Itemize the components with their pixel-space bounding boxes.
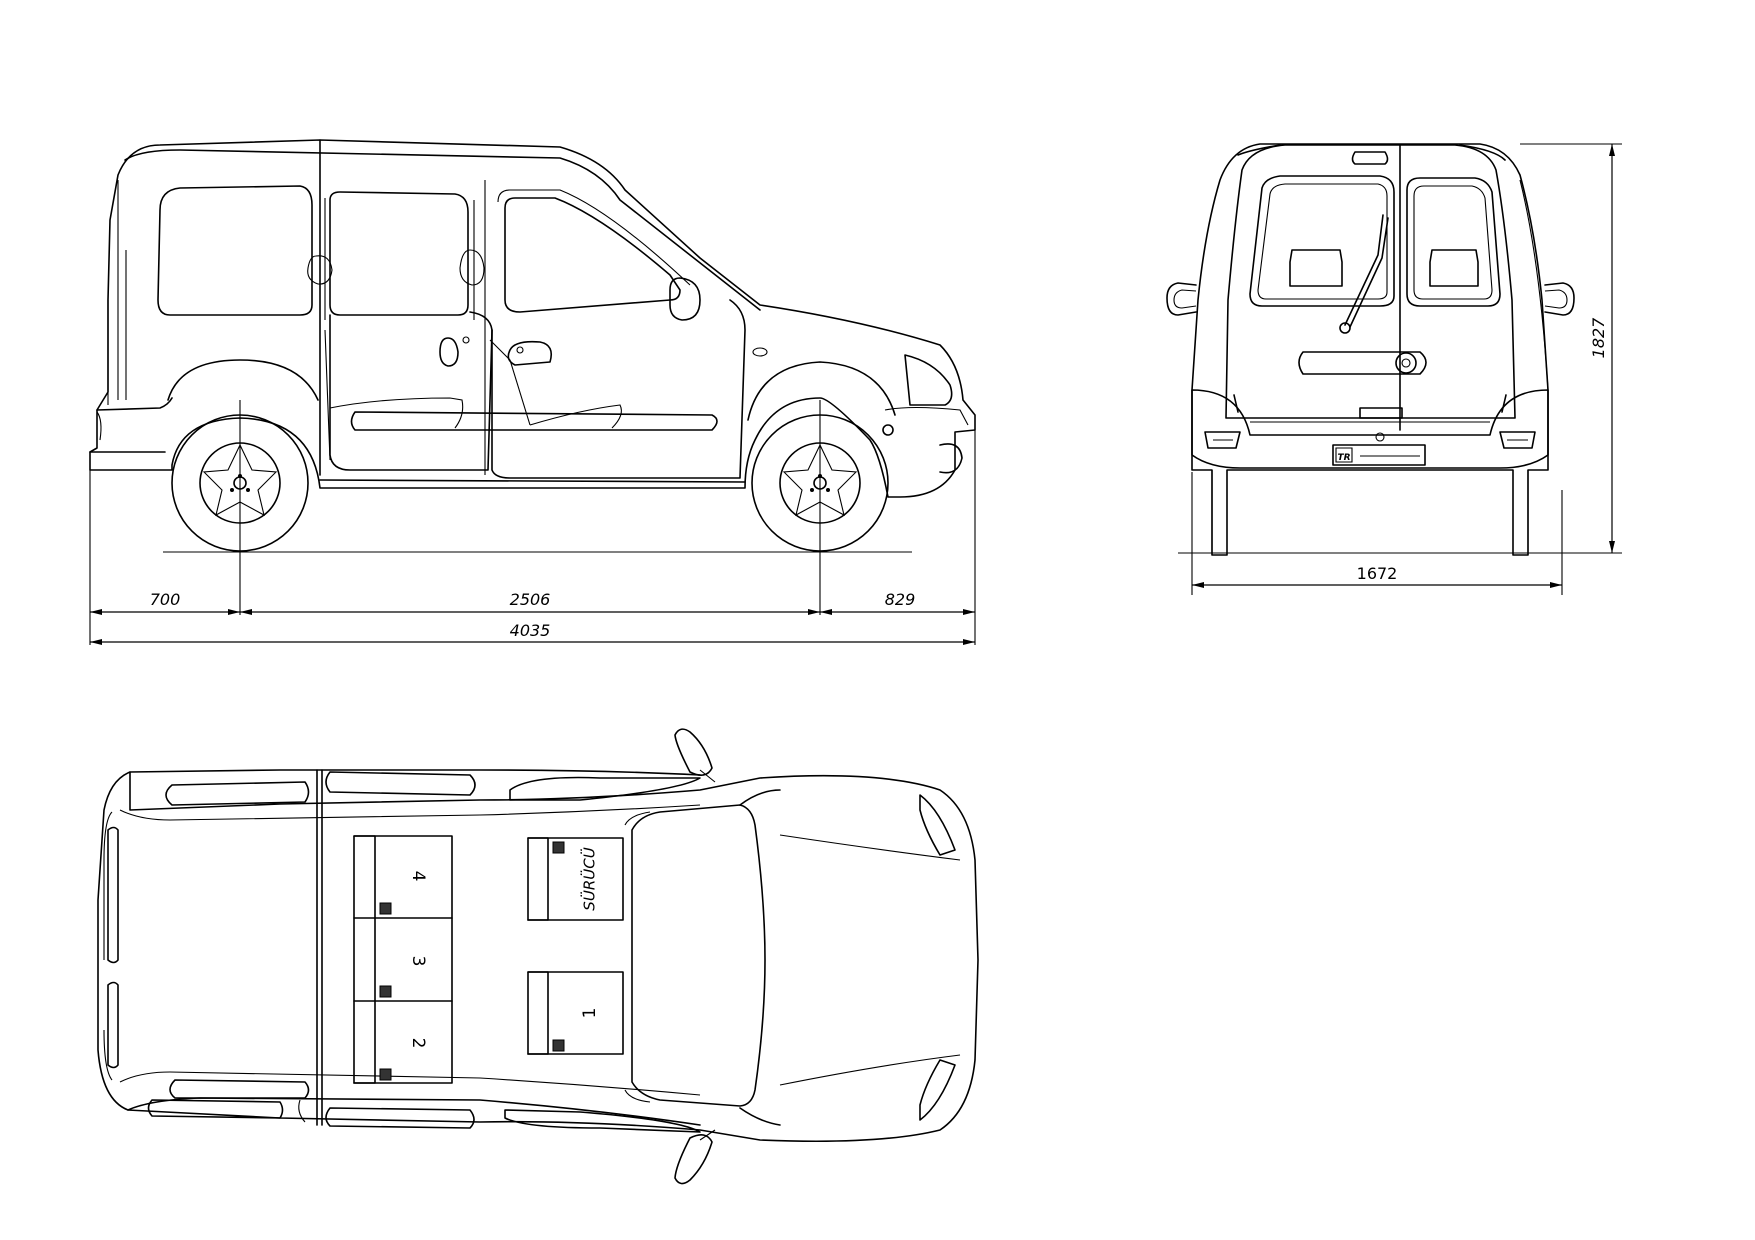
rear-pillar	[107, 180, 127, 405]
top-mirror-right	[674, 1134, 713, 1185]
front-door-handle	[507, 340, 553, 366]
rear-left-window	[1249, 175, 1395, 307]
rear-door-handle	[1298, 351, 1427, 375]
height-label: 1827	[1589, 317, 1608, 359]
top-mirror-left	[674, 728, 713, 776]
sliding-door-window	[329, 191, 469, 316]
top-b-pillar	[316, 769, 323, 1126]
front-door	[491, 299, 746, 479]
rear-right-window	[1406, 177, 1501, 307]
sliding-door-handle	[439, 337, 459, 367]
rear-wheel-arch	[167, 359, 319, 401]
passenger-seat	[527, 971, 624, 1055]
headrest-right	[1429, 249, 1479, 287]
side-indicator	[752, 347, 768, 357]
front-window-sill-top	[509, 776, 701, 801]
hood-lines	[779, 834, 961, 1086]
headrest-left	[1289, 249, 1343, 287]
side-view: 700 2506 829 4035	[89, 139, 976, 645]
rear-view: TR 1672 1827	[1166, 143, 1622, 595]
headlamp	[904, 354, 953, 406]
plate-country-code: TR	[1337, 453, 1350, 463]
rear-seat-block	[353, 835, 453, 1084]
rear-bumper	[89, 397, 173, 453]
fog-lamp	[939, 443, 963, 474]
tow-hook	[1375, 432, 1385, 442]
wheelbase-label: 2506	[510, 590, 551, 609]
side-body-outline	[89, 139, 976, 498]
windshield	[631, 804, 766, 1107]
rear-quarter-window	[157, 185, 313, 316]
rear-lock	[1395, 352, 1417, 374]
rear-wiper	[1344, 214, 1389, 328]
rear-roof-rail-left	[165, 781, 310, 806]
sliding-door	[329, 311, 493, 471]
rear-roof-rail-right	[169, 1079, 310, 1099]
overall-length-label: 4035	[510, 621, 551, 640]
tail-light-left	[1204, 431, 1241, 449]
license-plate	[1332, 444, 1426, 466]
rear-hatch-edge	[107, 826, 119, 964]
seat-1-label: 1	[580, 1008, 600, 1019]
top-view: 4 3 2 SÜRÜCÜ 1	[97, 728, 979, 1185]
side-rub-strip	[350, 411, 718, 431]
rear-doors	[1225, 144, 1516, 419]
width-label: 1672	[1357, 564, 1398, 583]
seat-4-label: 4	[408, 871, 428, 882]
headlamp-top-left	[919, 794, 956, 856]
tail-light-right	[1499, 431, 1536, 449]
top-body-outline	[97, 771, 979, 1143]
length-dimensions	[90, 609, 975, 645]
roof-line	[124, 149, 761, 311]
seat-2-label: 2	[408, 1038, 428, 1049]
third-brake-light	[1351, 151, 1389, 165]
front-door-window	[504, 197, 681, 313]
mirror-left	[1166, 282, 1197, 316]
side-mirror	[669, 277, 701, 321]
driver-seat	[527, 837, 624, 921]
front-window-sill-bottom	[504, 1109, 701, 1133]
rear-body-outline	[1191, 143, 1549, 556]
rear-overhang-label: 829	[885, 590, 916, 609]
mirror-right	[1544, 282, 1575, 316]
front-overhang-label: 700	[150, 590, 181, 609]
front-wheel-arch	[747, 361, 896, 421]
seat-3-label: 3	[408, 956, 428, 967]
driver-seat-label: SÜRÜCÜ	[580, 847, 599, 910]
headlamp-top-right	[919, 1059, 956, 1121]
